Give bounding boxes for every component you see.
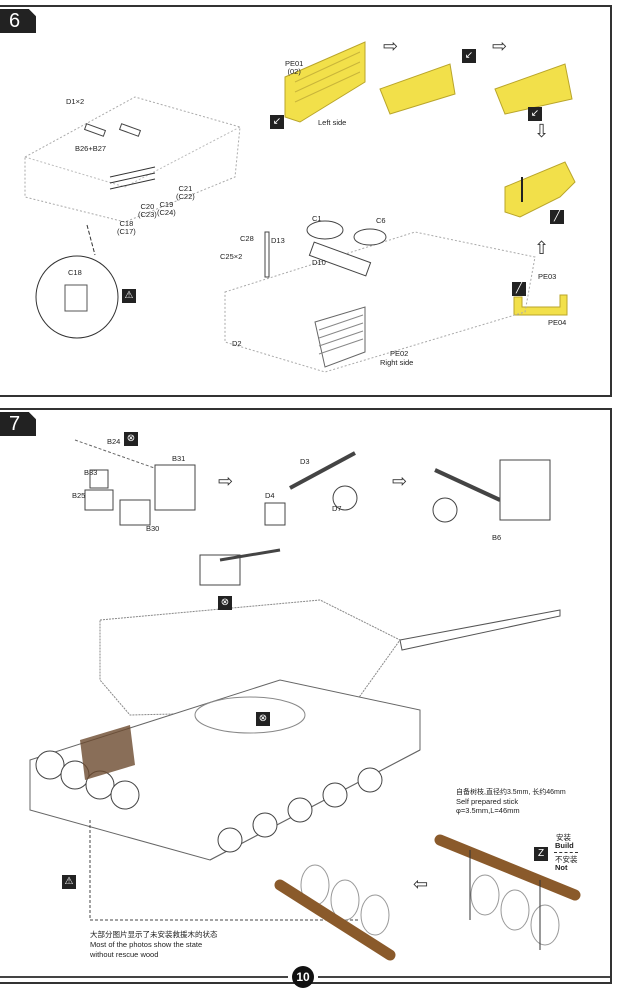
arrow-right-icon: ⇨	[218, 471, 234, 491]
label-c20: C20 (C23)	[138, 202, 157, 219]
photo-note-en-2: without rescue wood	[90, 950, 159, 959]
bend-icon: ↙	[528, 107, 542, 121]
footer-rule-left	[0, 976, 288, 978]
step-6-panel: 6 D1×2 B26+B27 C21 (C22) C19 (C24) C20 (…	[0, 5, 612, 397]
label-c18: C18 (C17)	[117, 219, 136, 236]
label-pe02: PE02	[390, 349, 409, 358]
label-b25: B25	[72, 491, 86, 500]
hull-front-drawing	[224, 220, 536, 373]
label-d2: D2	[232, 339, 242, 348]
label-pe04: PE04	[548, 318, 567, 327]
label-b26-b27: B26+B27	[75, 144, 107, 153]
label-b6: B6	[492, 533, 502, 542]
option-choice-icon: Z	[534, 847, 548, 861]
build-label-cn: 安装	[556, 833, 571, 842]
label-pe01: PE01 (02)	[285, 59, 304, 76]
build-label-en: Build	[555, 841, 574, 850]
label-d4: D4	[265, 491, 275, 500]
label-d10: D10	[312, 258, 326, 267]
stick-note-en-1: Self prepared stick	[456, 797, 519, 806]
pe03-pe04-parts	[513, 294, 568, 316]
arrow-right-icon: ⇨	[392, 471, 408, 491]
optional-part-icon: ⊗	[218, 596, 232, 610]
photo-note-en-1: Most of the photos show the state	[90, 940, 203, 949]
optional-part-icon: ⊗	[124, 432, 138, 446]
arrow-right-icon: ⇨	[492, 36, 508, 56]
warning-icon: ⚠	[122, 289, 136, 303]
label-c28: C28	[240, 234, 254, 243]
mg-assembled-drawing	[432, 459, 551, 523]
label-right-side: Right side	[380, 358, 414, 367]
step-number: 7	[0, 412, 36, 436]
page-number: 10	[292, 966, 314, 988]
arrow-right-icon: ⇨	[383, 36, 399, 56]
label-c18-detail: C18	[68, 268, 82, 277]
mg-gun-drawing	[264, 451, 358, 526]
photo-note-cn: 大部分图片显示了未安装救援木的状态	[90, 930, 218, 939]
bend-icon: ↙	[462, 49, 476, 63]
glue-icon: ╱	[550, 210, 564, 224]
build-divider	[554, 852, 578, 853]
tank-main-drawing	[29, 548, 561, 921]
label-c21: C21 (C22)	[176, 184, 195, 201]
step-7-panel: 7 B24 ⊗ B31 B33 B25 B30 ⇨ D3 D4 D7 ⇨ B6	[0, 408, 612, 984]
stick-note-cn: 自备树枝,直径约3.5mm, 长约46mm	[456, 789, 566, 796]
label-d3: D3	[300, 457, 310, 466]
label-left-side: Left side	[318, 118, 347, 127]
arrow-down-icon: ⇩	[534, 121, 550, 141]
label-c25: C25×2	[220, 252, 243, 261]
pe-left-side-part	[284, 41, 366, 123]
label-c19: C19 (C24)	[157, 200, 176, 217]
optional-part-icon: ⊗	[256, 712, 270, 726]
mg-mount-exploded-drawing	[74, 439, 196, 526]
not-label-en: Not	[555, 863, 568, 872]
bend-icon: ↙	[270, 115, 284, 129]
label-c6: C6	[376, 216, 386, 225]
warning-icon: ⚠	[62, 875, 76, 889]
arrow-left-icon: ⇦	[413, 874, 429, 894]
footer-rule-right	[318, 976, 610, 978]
arrow-up-icon: ⇧	[534, 238, 550, 258]
rescue-wood-exploded-drawing	[434, 834, 581, 950]
label-d7: D7	[332, 504, 342, 513]
label-c1: C1	[312, 214, 322, 223]
hull-rear-drawing	[24, 96, 241, 223]
rescue-wood-installed-drawing	[274, 864, 396, 961]
pe-bent-part-1	[379, 63, 456, 115]
pe-assembled-part	[504, 161, 576, 218]
label-d13: D13	[271, 236, 285, 245]
stick-note-en-2: φ=3.5mm,L=46mm	[456, 806, 520, 815]
detail-circle	[35, 224, 119, 339]
step-number: 6	[0, 9, 36, 33]
label-d1: D1×2	[66, 97, 85, 106]
label-b33: B33	[84, 468, 98, 477]
label-b30: B30	[146, 524, 160, 533]
glue-icon: ╱	[512, 282, 526, 296]
not-label-cn: 不安装	[555, 855, 578, 864]
label-b31: B31	[172, 454, 186, 463]
label-pe03: PE03	[538, 272, 557, 281]
label-b24: B24	[107, 437, 121, 446]
pe-bent-part-2	[494, 63, 573, 115]
